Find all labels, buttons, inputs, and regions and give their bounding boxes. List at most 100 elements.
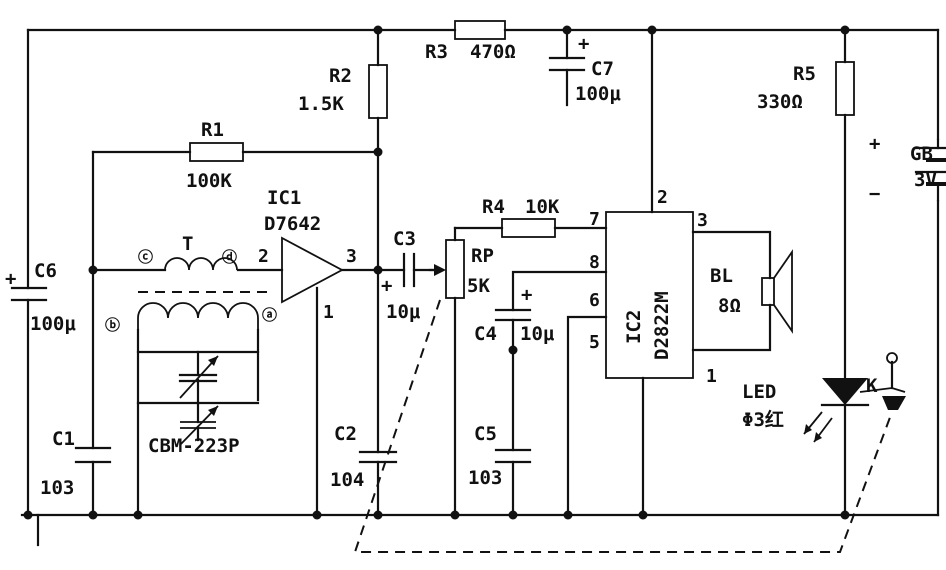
ic2-pin-7: 7 xyxy=(589,209,600,230)
c2-value: 104 xyxy=(330,469,364,491)
dashed-links xyxy=(138,291,893,553)
junction-dot xyxy=(373,510,383,520)
c2-ref: C2 xyxy=(334,423,357,445)
r4-value: 10K xyxy=(525,196,560,218)
ic1-pin-3: 3 xyxy=(346,246,357,267)
junction-dots xyxy=(23,25,850,520)
c7-value: 100μ xyxy=(575,83,621,105)
resistor-r5: R5 330Ω xyxy=(757,61,855,116)
capacitor-c7: + C7 100μ xyxy=(548,33,621,105)
led-indicator: LED Φ3红 xyxy=(742,378,870,443)
r4-ref: R4 xyxy=(482,196,505,218)
t-tap-a: ⓐ xyxy=(262,306,277,324)
c5-ref: C5 xyxy=(474,423,497,445)
r5-value: 330Ω xyxy=(757,91,803,113)
gb-plus: + xyxy=(869,133,880,155)
junction-dot xyxy=(88,510,98,520)
junction-dot xyxy=(88,265,98,275)
ic1-ref: IC1 xyxy=(267,187,301,209)
ic2-part: D2822M xyxy=(651,291,673,360)
r3-value: 470Ω xyxy=(470,41,516,63)
gb-value: 3V xyxy=(914,169,937,191)
ic2-ref: IC2 xyxy=(623,310,645,344)
c4-ref: C4 xyxy=(474,323,497,345)
rp-ref: RP xyxy=(471,245,494,267)
c3-ref: C3 xyxy=(393,228,416,250)
junction-dot xyxy=(23,510,33,520)
capacitor-c5: C5 103 xyxy=(468,423,532,489)
junction-dot xyxy=(312,510,322,520)
resistor-r4: R4 10K xyxy=(482,196,560,238)
switch-k: K xyxy=(866,352,906,410)
ic2-pin-8: 8 xyxy=(589,252,600,273)
k-ref: K xyxy=(866,375,878,397)
coil-transformer-t: T ⓒ ⓓ ⓑ ⓐ xyxy=(105,233,277,334)
t-tap-d: ⓓ xyxy=(222,248,237,266)
resistor-r2: R2 1.5K xyxy=(298,64,388,119)
t-tap-c: ⓒ xyxy=(138,248,153,266)
tuner-ref: CBM-223P xyxy=(148,435,240,457)
led-ref: LED xyxy=(742,381,776,403)
resistor-r3: R3 470Ω xyxy=(425,20,516,63)
resistor-r1: R1 100K xyxy=(186,119,244,192)
c7-polarity: + xyxy=(578,33,589,55)
c4-value: 10μ xyxy=(520,323,555,345)
c7-ref: C7 xyxy=(591,58,614,80)
rp-value: 5K xyxy=(467,275,490,297)
ic2-pin-2: 2 xyxy=(657,187,668,208)
r2-value: 1.5K xyxy=(298,93,344,115)
r1-value: 100K xyxy=(186,170,232,192)
r1-ref: R1 xyxy=(201,119,224,141)
junction-dot xyxy=(373,147,383,157)
c5-value: 103 xyxy=(468,467,502,489)
capacitor-c1: C1 103 xyxy=(40,428,112,499)
junction-dot xyxy=(562,25,572,35)
c6-polarity: + xyxy=(5,268,16,290)
capacitor-c4: + C4 10μ xyxy=(474,284,555,345)
junction-dot xyxy=(840,25,850,35)
led-value: Φ3红 xyxy=(742,408,784,431)
capacitor-c2: C2 104 xyxy=(330,423,398,491)
junction-dot xyxy=(563,510,573,520)
ic1-pin-2: 2 xyxy=(258,246,269,267)
bl-value: 8Ω xyxy=(718,295,741,317)
t-tap-b: ⓑ xyxy=(105,316,120,334)
junction-dot xyxy=(508,345,518,355)
r3-ref: R3 xyxy=(425,41,448,63)
junction-dot xyxy=(133,510,143,520)
potentiometer-rp: RP 5K xyxy=(428,239,494,299)
wires xyxy=(20,28,940,547)
c3-polarity: + xyxy=(381,275,392,297)
gb-minus: − xyxy=(869,183,880,205)
ic2-pin-3: 3 xyxy=(697,210,708,231)
c3-value: 10μ xyxy=(386,301,421,323)
ic2-pin-1: 1 xyxy=(706,366,717,387)
junction-dot xyxy=(638,510,648,520)
c1-ref: C1 xyxy=(52,428,75,450)
ic2-power-amp: IC2 D2822M 2 3 7 8 6 5 1 xyxy=(589,187,717,387)
speaker-bl: BL 8Ω xyxy=(710,249,793,334)
ic2-pin-5: 5 xyxy=(589,332,600,353)
capacitor-c3: C3 + 10μ xyxy=(381,228,421,323)
ic1-part: D7642 xyxy=(264,213,321,235)
c4-polarity: + xyxy=(521,284,532,306)
capacitor-c6: + C6 100μ xyxy=(5,260,76,335)
junction-dot xyxy=(450,510,460,520)
c1-value: 103 xyxy=(40,477,74,499)
c6-ref: C6 xyxy=(34,260,57,282)
tuning-capacitor-cbm223p: CBM-223P xyxy=(148,350,240,457)
junction-dot xyxy=(840,510,850,520)
battery-gb: + − GB 3V xyxy=(869,133,946,205)
junction-dot xyxy=(647,25,657,35)
junction-dot xyxy=(373,25,383,35)
r2-ref: R2 xyxy=(329,65,352,87)
junction-dot xyxy=(373,265,383,275)
ic2-pin-6: 6 xyxy=(589,290,600,311)
junction-dot xyxy=(508,510,518,520)
bl-ref: BL xyxy=(710,265,733,287)
ic1-amplifier: IC1 D7642 2 3 1 xyxy=(258,187,357,323)
r5-ref: R5 xyxy=(793,63,816,85)
ic1-pin-1: 1 xyxy=(323,302,334,323)
t-ref: T xyxy=(182,233,193,255)
